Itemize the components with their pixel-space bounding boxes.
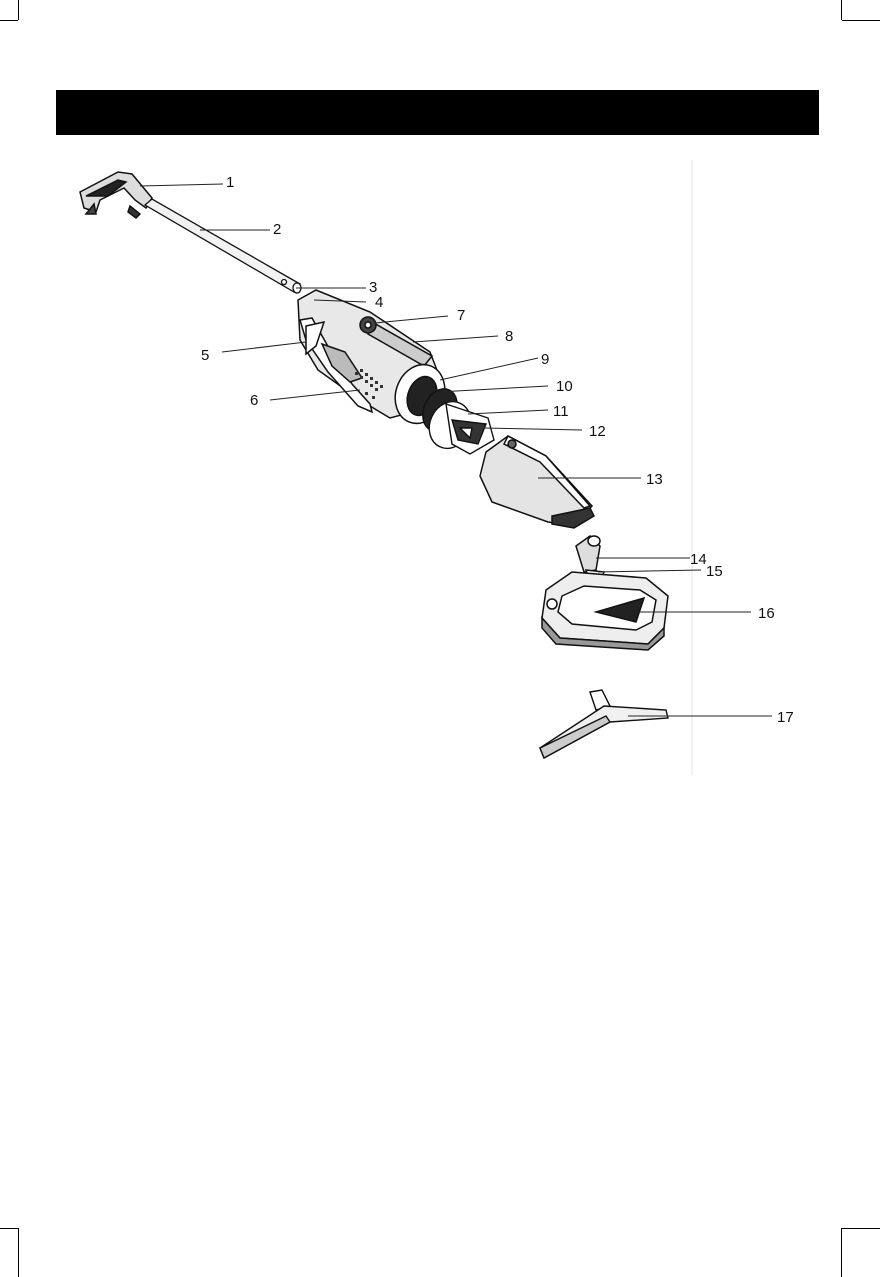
callout-14: 14: [690, 551, 707, 568]
part-extension-tube: [145, 199, 301, 293]
callout-17: 17: [777, 709, 794, 726]
callout-5: 5: [201, 347, 209, 364]
part-floor-head: [542, 536, 668, 650]
callout-15: 15: [706, 563, 723, 580]
callout-9: 9: [541, 351, 549, 368]
callout-12: 12: [589, 423, 606, 440]
leader-lines: [140, 184, 772, 716]
callout-1: 1: [226, 174, 234, 191]
part-handle: [80, 172, 152, 218]
callout-7: 7: [457, 307, 465, 324]
callout-8: 8: [505, 328, 513, 345]
part-floor-tool: [540, 690, 668, 758]
part-dust-container: [480, 436, 594, 528]
callout-11: 11: [553, 403, 569, 420]
callout-6: 6: [250, 392, 258, 409]
callout-13: 13: [646, 471, 663, 488]
callout-4: 4: [375, 294, 383, 311]
callout-10: 10: [556, 378, 573, 395]
callout-2: 2: [273, 221, 281, 238]
callout-16: 16: [758, 605, 775, 622]
